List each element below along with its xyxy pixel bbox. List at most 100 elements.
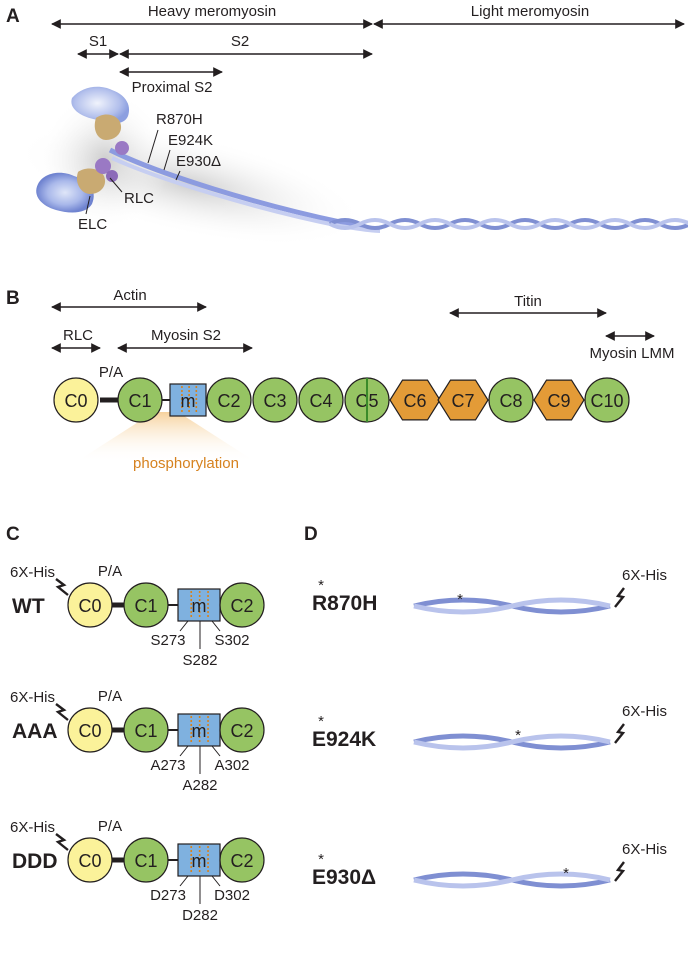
coil-strand-light [413, 733, 611, 751]
mutation-star: * [563, 865, 569, 882]
construct-name: DDD [12, 850, 58, 873]
construct-name: WT [12, 595, 45, 618]
domain-c2 [219, 582, 265, 628]
mutant-name: E924K [312, 728, 376, 751]
domain-m-label: m [192, 721, 207, 741]
rlc-label: RLC [124, 190, 154, 207]
domain-c0-label: C0 [78, 596, 101, 616]
phosphorylation-fan [76, 412, 256, 462]
actin-label: Actin [113, 287, 146, 304]
pa-label: P/A [98, 563, 122, 580]
site-label-0: S273 [150, 632, 185, 649]
domain-c2 [219, 837, 265, 883]
his-tag-icon [614, 723, 626, 744]
mutant-name: E930Δ [312, 866, 376, 889]
domain-c7-label: C7 [451, 391, 474, 411]
his-tag-label: 6X-His [622, 567, 667, 584]
site-label-2: A302 [214, 757, 249, 774]
construct-1: E924K**6X-His [312, 703, 667, 751]
domain-c3-label: C3 [263, 391, 286, 411]
mutant-star: * [318, 713, 324, 730]
light-meromyosin-label: Light meromyosin [471, 3, 589, 20]
phosphorylation-label: phosphorylation [133, 455, 239, 472]
elc-leader [85, 195, 91, 215]
his-tag-label: 6X-His [622, 841, 667, 858]
domain-m [169, 383, 207, 417]
rlc-lower [95, 158, 111, 174]
domain-c2-label: C2 [217, 391, 240, 411]
domain-c9-label: C9 [547, 391, 570, 411]
panel-b-letter: B [6, 288, 20, 309]
domain-c0-label: C0 [78, 851, 101, 871]
domain-m-label: m [181, 391, 196, 411]
his-tag-label: 6X-His [10, 819, 55, 836]
domain-c4-label: C4 [309, 391, 332, 411]
domain-c1-label: C1 [134, 851, 157, 871]
rlc-leader [109, 177, 123, 193]
panel-d: D R870H**6X-HisE924K**6X-HisE930Δ**6X-Hi… [304, 524, 667, 889]
his-tag-icon [55, 833, 69, 851]
site-label-2: S302 [214, 632, 249, 649]
construct-2: E930Δ**6X-His [312, 841, 667, 889]
domain-c0 [67, 837, 113, 883]
site-label-2: D302 [214, 887, 250, 904]
his-tag-label: 6X-His [10, 689, 55, 706]
mutation-label-r870h: R870H [156, 111, 203, 128]
domain-c2-label: C2 [230, 851, 253, 871]
heavy-meromyosin-label: Heavy meromyosin [148, 3, 276, 20]
site-label-0: A273 [150, 757, 185, 774]
domain-c10 [584, 377, 630, 423]
mutant-star: * [318, 851, 324, 868]
domain-c1-label: C1 [128, 391, 151, 411]
domain-c8-label: C8 [499, 391, 522, 411]
domain-c9 [533, 379, 585, 421]
panel-a-letter: A [6, 6, 20, 27]
his-tag-label: 6X-His [10, 564, 55, 581]
domain-c6-label: C6 [403, 391, 426, 411]
panel-a: A Heavy meromyosin Light meromyosin S1 S… [6, 3, 688, 247]
construct-0: R870H**6X-His [312, 567, 667, 615]
pa-label: P/A [98, 688, 122, 705]
domain-c0 [67, 582, 113, 628]
mutation-star: * [457, 591, 463, 608]
his-tag-icon [55, 703, 69, 721]
his-tag-icon [614, 587, 626, 608]
his-tag-icon [614, 861, 626, 882]
myosin-lmm-label: Myosin LMM [589, 345, 674, 362]
proximal-s2-label: Proximal S2 [132, 79, 213, 96]
domain-c0-label: C0 [64, 391, 87, 411]
domain-c0-label: C0 [78, 721, 101, 741]
domain-c3 [252, 377, 298, 423]
s1-label: S1 [89, 33, 107, 50]
site-leader-2 [211, 745, 221, 757]
mutation-leader-r870h [147, 129, 159, 164]
rlc-binding-label: RLC [63, 327, 93, 344]
site-label-1: S282 [182, 652, 217, 669]
domain-c2 [219, 707, 265, 753]
mutant-star: * [318, 577, 324, 594]
mutation-leader-e924k [163, 149, 171, 171]
mutant-name: R870H [312, 592, 377, 615]
pa-label: P/A [98, 818, 122, 835]
coil-strand-light [413, 597, 611, 615]
panel-b: B Actin Titin RLC Myosin S2 Myosin LMM p… [6, 287, 675, 472]
site-leader-2 [211, 620, 221, 632]
domain-c8 [488, 377, 534, 423]
domain-c0 [67, 707, 113, 753]
domain-c10-label: C10 [590, 391, 623, 411]
domain-c1-label: C1 [134, 721, 157, 741]
panel-c-letter: C [6, 524, 20, 545]
site-label-0: D273 [150, 887, 186, 904]
site-label-1: A282 [182, 777, 217, 794]
myosin-s2-label: Myosin S2 [151, 327, 221, 344]
myosin-head-upper [71, 86, 130, 124]
his-tag-label: 6X-His [622, 703, 667, 720]
